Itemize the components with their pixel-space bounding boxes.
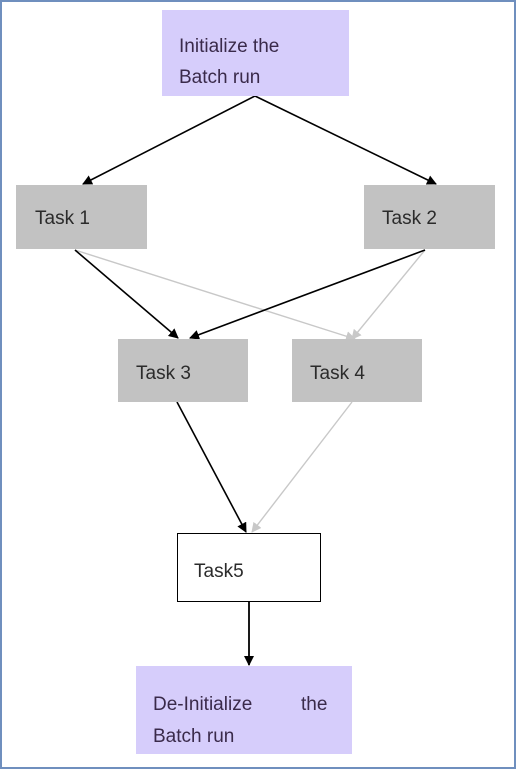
node-deinitialize-line2: Batch run bbox=[153, 726, 235, 747]
node-task-1-label: Task 1 bbox=[35, 208, 90, 229]
edge-task2-task3 bbox=[189, 249, 426, 340]
node-initialize-batch-run: Initialize the Batch run bbox=[162, 10, 349, 96]
node-deinitialize-batch-run: De-Initialize the Batch run bbox=[136, 666, 352, 754]
edge-task3-task5 bbox=[176, 401, 247, 533]
node-task-5-label: Task5 bbox=[194, 561, 244, 582]
edge-task1-task3 bbox=[74, 249, 179, 339]
node-task-5: Task5 bbox=[177, 533, 321, 602]
node-deinitialize-line1-the: the bbox=[301, 694, 328, 715]
node-task-1: Task 1 bbox=[16, 185, 147, 249]
edge-task4-task5 bbox=[251, 401, 353, 533]
node-task-4: Task 4 bbox=[292, 339, 422, 402]
edge-init-task1 bbox=[82, 95, 256, 185]
node-task-4-label: Task 4 bbox=[310, 363, 365, 384]
edge-init-task2 bbox=[254, 95, 437, 185]
node-task-3: Task 3 bbox=[118, 339, 248, 402]
node-task-2: Task 2 bbox=[364, 185, 495, 249]
node-task-2-label: Task 2 bbox=[382, 208, 437, 229]
edge-task2-task4 bbox=[351, 249, 426, 340]
node-deinitialize-line1: De-Initialize bbox=[153, 694, 253, 715]
node-initialize-line1: Initialize the bbox=[179, 36, 280, 57]
node-initialize-line2: Batch run bbox=[179, 67, 261, 88]
node-task-3-label: Task 3 bbox=[136, 363, 191, 384]
edge-task1-task4 bbox=[74, 249, 356, 342]
